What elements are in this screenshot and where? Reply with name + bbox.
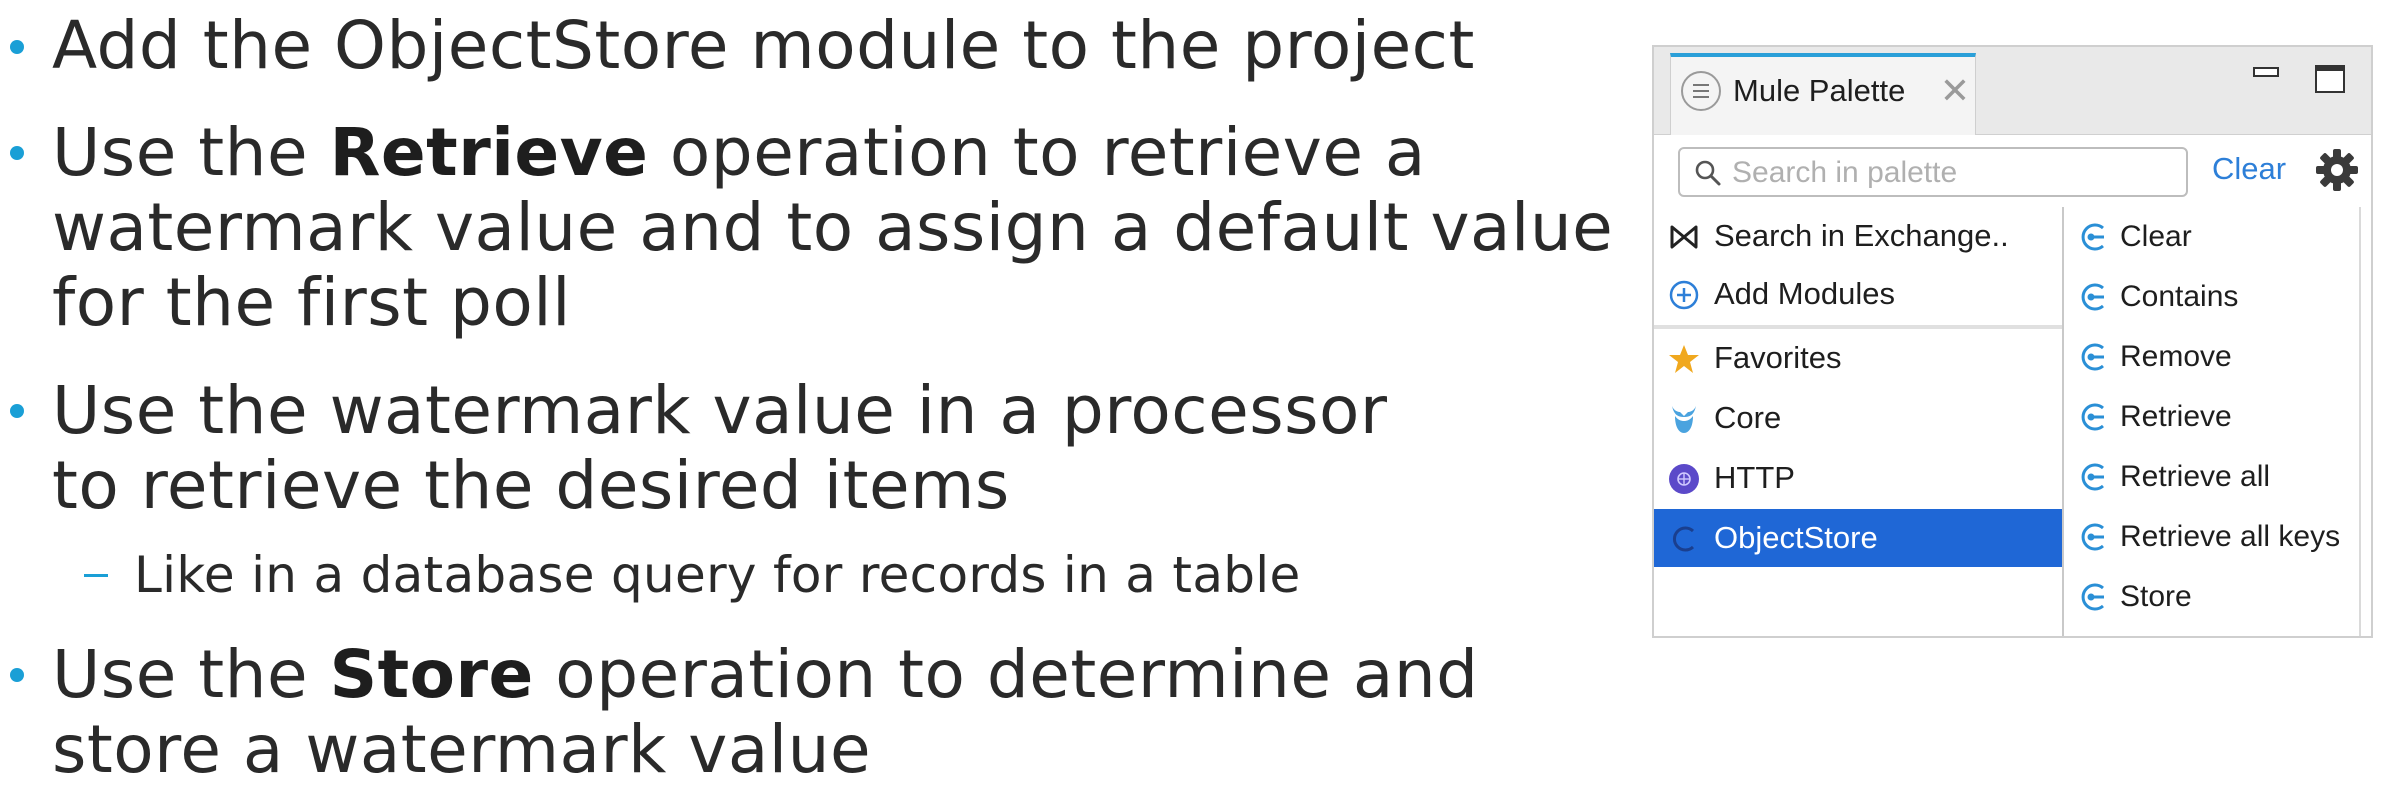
operation-label: Retrieve all [2120, 460, 2271, 493]
tab-mule-palette[interactable]: Mule Palette ✕ [1670, 53, 1976, 135]
bullet-text: Use the Retrieve operation to retrieve a [52, 115, 1426, 190]
sub-bullet-dash [84, 574, 108, 577]
operation-icon [2081, 523, 2104, 551]
bullet-dot [10, 40, 24, 54]
item-label: Add Modules [1714, 276, 1895, 311]
objectstore-icon [1673, 526, 1695, 552]
sub-bullet-text: Like in a database query for records in … [134, 546, 1301, 604]
operation-icon [2081, 343, 2104, 371]
operation-item-clear[interactable]: Clear [2064, 207, 2371, 267]
operation-icon [2081, 283, 2104, 311]
operation-item-contains[interactable]: Contains [2064, 267, 2371, 327]
bullet-text-part: Use the [52, 114, 330, 191]
bullet-text-part: operation to retrieve a [648, 114, 1426, 191]
view-menu-icon[interactable] [1681, 71, 1721, 111]
bullet-text-line: store a watermark value [52, 711, 872, 788]
close-icon[interactable]: ✕ [1939, 70, 1971, 111]
http-globe-icon [1669, 464, 1699, 494]
palette-module-list: Search in Exchange.. Add Modules Favorit… [1654, 207, 2062, 636]
bullet-text: Use the Store operation to determine and [52, 637, 1479, 712]
bullet-text-part: operation to determine and [533, 636, 1479, 713]
bullet-text-line: to retrieve the desired items [52, 447, 1010, 524]
operation-item-retrieve-all[interactable]: Retrieve all [2064, 447, 2371, 507]
palette-search-row: Clear [1654, 135, 2371, 205]
operation-icon [2081, 463, 2104, 491]
operation-icon [2081, 403, 2104, 431]
operation-item-retrieve-all-keys[interactable]: Retrieve all keys [2064, 507, 2371, 567]
operation-label: Contains [2120, 280, 2239, 313]
search-icon [1695, 160, 1721, 186]
minimize-icon[interactable] [2253, 67, 2279, 77]
module-item-http[interactable]: HTTP [1654, 449, 2062, 507]
clear-search-link[interactable]: Clear [2212, 151, 2287, 186]
bullet-bold-term: Store [329, 636, 534, 713]
add-modules-item[interactable]: Add Modules [1654, 265, 2062, 323]
operation-label: Retrieve [2120, 400, 2232, 433]
operation-item-remove[interactable]: Remove [2064, 327, 2371, 387]
tab-title: Mule Palette [1733, 73, 1906, 108]
operation-label: Remove [2120, 340, 2232, 373]
operation-item-retrieve[interactable]: Retrieve [2064, 387, 2371, 447]
mule-core-icon [1672, 406, 1696, 433]
bullet-text-line: for the first poll [52, 264, 571, 341]
scrollbar-track[interactable] [2359, 207, 2361, 636]
module-label: Favorites [1714, 340, 1842, 375]
bullet-text-line: watermark value and to assign a default … [52, 189, 1614, 266]
module-item-core[interactable]: Core [1654, 389, 2062, 447]
bullet-text: Add the ObjectStore module to the projec… [52, 7, 1475, 84]
bullet-text-part: Use the [52, 636, 330, 713]
search-exchange-item[interactable]: Search in Exchange.. [1654, 207, 2062, 265]
palette-tab-bar: Mule Palette ✕ [1654, 47, 2371, 135]
add-circle-icon [1669, 280, 1699, 310]
module-label: ObjectStore [1714, 520, 1878, 555]
bullet-dot [10, 146, 24, 160]
gear-icon[interactable] [2314, 147, 2360, 193]
module-label: Core [1714, 400, 1782, 435]
module-item-objectstore[interactable]: ObjectStore [1654, 509, 2062, 567]
bullet-text: Use the watermark value in a processor [52, 372, 1388, 449]
palette-operation-list: Clear Contains Remove Retrieve Retrieve … [2062, 207, 2371, 636]
item-label: Search in Exchange.. [1714, 218, 2009, 253]
exchange-icon [1670, 225, 1698, 249]
search-input[interactable] [1732, 153, 2172, 193]
operation-label: Clear [2120, 220, 2192, 253]
bullet-dot [10, 668, 24, 682]
operation-icon [2081, 223, 2104, 251]
module-label: HTTP [1714, 460, 1795, 495]
operation-label: Store [2120, 580, 2192, 613]
mule-palette-panel: Mule Palette ✕ Clear [1652, 45, 2373, 638]
operation-icon [2081, 583, 2104, 611]
bullet-bold-term: Retrieve [329, 114, 649, 191]
operation-label: Retrieve all keys [2120, 520, 2341, 553]
list-divider [1654, 325, 2062, 329]
star-icon [1669, 345, 1699, 373]
palette-search-box[interactable] [1678, 147, 2188, 197]
operation-item-store[interactable]: Store [2064, 567, 2371, 627]
bullet-dot [10, 404, 24, 418]
module-item-favorites[interactable]: Favorites [1654, 329, 2062, 387]
maximize-icon[interactable] [2315, 65, 2345, 93]
